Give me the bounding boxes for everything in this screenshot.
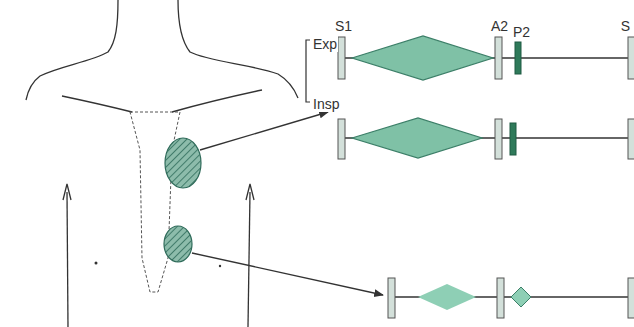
left-neck-shoulder — [26, 0, 118, 100]
pulmonic-area — [165, 138, 201, 188]
diastolic-murmur — [511, 287, 531, 307]
signal-label: S1 — [334, 18, 353, 34]
murmur-diamond — [352, 118, 482, 158]
trace-expiration — [338, 36, 634, 80]
s2-bar — [497, 278, 504, 318]
right-clavicle — [172, 90, 262, 112]
murmur-diamond — [418, 284, 476, 310]
signal-label: A2 — [490, 18, 509, 34]
tricuspid-area — [164, 226, 192, 262]
murmur-diamond — [352, 36, 493, 80]
signal-label: P2 — [512, 24, 531, 40]
s1-bar — [628, 278, 634, 318]
a2-bar — [495, 37, 502, 79]
trace-inspiration — [338, 118, 634, 159]
s1-bar — [628, 37, 634, 79]
s1-bar — [388, 278, 395, 318]
signal-label: S — [620, 18, 631, 34]
dot — [95, 262, 98, 265]
s1-bar — [338, 37, 345, 79]
p2-bar — [510, 123, 516, 155]
a2-bar — [495, 119, 502, 159]
left-clavicle — [62, 96, 132, 112]
left-trunk-tip — [63, 184, 71, 200]
left-trunk-line — [67, 192, 68, 327]
bracket — [306, 40, 310, 102]
dot — [219, 265, 221, 267]
right-neck-shoulder — [178, 0, 298, 98]
sternum — [130, 112, 180, 292]
torso-outline — [26, 0, 298, 327]
signal-label: Insp — [312, 96, 340, 112]
pointer-arrow — [192, 253, 383, 295]
right-trunk-tip — [246, 184, 254, 200]
signal-label: Exp — [312, 36, 338, 52]
s1-bar — [338, 119, 345, 159]
pointer-arrow — [200, 112, 328, 150]
trace-lower-sternal — [388, 278, 634, 318]
p2-bar — [515, 42, 521, 74]
s1-bar — [628, 119, 634, 159]
right-trunk-line — [248, 192, 250, 327]
